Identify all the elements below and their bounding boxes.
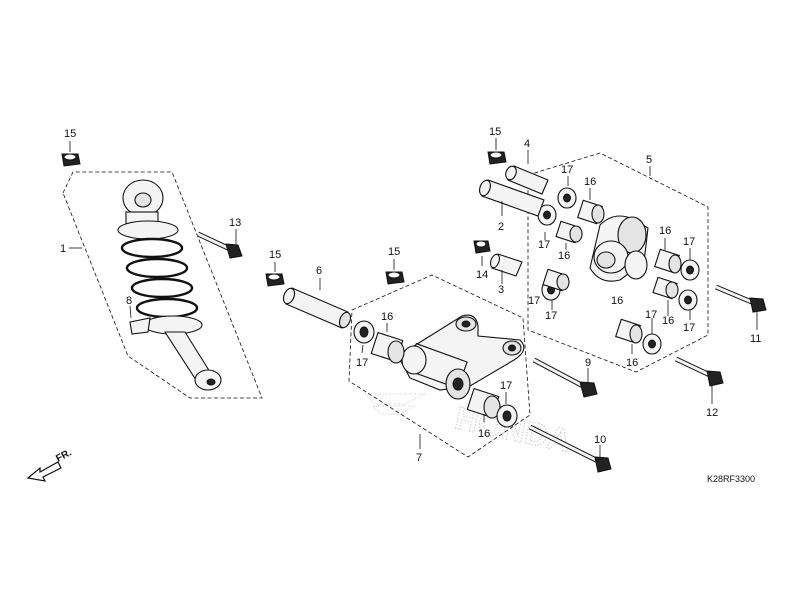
callout-16f: 16 [662, 315, 674, 327]
collar-16-rod-f [542, 268, 570, 292]
nut-14 [473, 240, 491, 254]
collar-4 [505, 165, 549, 195]
flange-nut-15a [61, 153, 81, 167]
front-arrow-icon [26, 461, 62, 482]
collar-2 [479, 179, 545, 217]
callout-17b: 17 [500, 380, 512, 392]
collar-16-rod-d [652, 276, 679, 300]
callout-17e: 17 [683, 236, 695, 248]
callout-6: 6 [316, 265, 322, 277]
callout-11: 11 [750, 333, 761, 345]
callout-10: 10 [594, 434, 606, 446]
collar-16-rod-c [654, 248, 682, 274]
bolt-12 [674, 356, 724, 387]
callout-15d: 15 [489, 126, 501, 138]
callout-17a: 17 [356, 357, 368, 369]
group-box-rear-cushion [62, 171, 263, 399]
callout-17c: 17 [561, 164, 573, 176]
seal-17-rod-a [557, 187, 577, 209]
callout-17h: 17 [683, 322, 695, 334]
callout-17i: 17 [528, 295, 540, 307]
collar-16-rod-a [577, 199, 605, 225]
bolt-10 [528, 424, 612, 473]
connecting-rod-assembly [589, 215, 649, 282]
callout-16a: 16 [381, 311, 393, 323]
callout-15a: 15 [64, 128, 76, 140]
front-direction-indicator: FR. [26, 447, 74, 482]
callout-16e: 16 [659, 225, 671, 237]
leader-lines [69, 138, 758, 460]
callout-14: 14 [476, 269, 488, 281]
front-label: FR. [54, 447, 74, 464]
stopper-rubber [129, 317, 151, 335]
collar-16-arm-right [466, 387, 501, 419]
collar-16-rod-e [615, 318, 643, 344]
callout-17d: 17 [538, 239, 550, 251]
seal-17-arm-left [353, 320, 375, 344]
group-box-connecting-rod [527, 152, 709, 373]
diagram-code: K28RF3300 [707, 474, 755, 484]
rear-cushion-assembly [117, 179, 222, 391]
flange-nut-15b [265, 273, 285, 287]
callout-16d: 16 [558, 250, 570, 262]
callout-13: 13 [229, 217, 241, 229]
callout-16b: 16 [478, 428, 490, 440]
callout-16g: 16 [626, 357, 638, 369]
callout-12: 12 [706, 407, 718, 419]
flange-nut-15c [385, 271, 405, 285]
callout-17f: 17 [545, 310, 557, 322]
callout-16h: 16 [611, 295, 623, 307]
callout-labels: 15 1 8 13 15 6 15 16 17 7 17 16 9 10 15 … [60, 126, 761, 464]
collar-6 [282, 287, 352, 329]
bolt-11 [715, 284, 767, 313]
callout-1: 1 [60, 243, 66, 255]
bolt-13 [196, 231, 243, 259]
callout-7: 7 [416, 452, 422, 464]
callout-5: 5 [646, 154, 652, 166]
callout-4: 4 [524, 138, 530, 150]
seal-17-rod-b [537, 204, 557, 226]
callout-16c: 16 [584, 176, 596, 188]
bolt-9 [532, 357, 598, 398]
wing-logo-icon [363, 393, 426, 415]
callout-9: 9 [585, 357, 591, 369]
callout-15b: 15 [269, 249, 281, 261]
seal-17-rod-c [680, 259, 700, 281]
group-box-cushion-arm [348, 274, 531, 458]
seal-17-arm-right [496, 404, 518, 428]
collar-16-rod-b [555, 220, 583, 244]
flange-nut-15d [487, 151, 507, 165]
cushion-arm-assembly [397, 314, 525, 400]
callout-15c: 15 [388, 246, 400, 258]
seal-17-rod-e [642, 333, 662, 355]
collar-3 [489, 253, 523, 277]
callout-8: 8 [126, 295, 132, 307]
callout-17g: 17 [645, 309, 657, 321]
seal-17-rod-d [678, 289, 698, 311]
collar-16-arm-left [370, 331, 405, 364]
callout-3: 3 [498, 284, 504, 296]
callout-2: 2 [498, 221, 504, 233]
